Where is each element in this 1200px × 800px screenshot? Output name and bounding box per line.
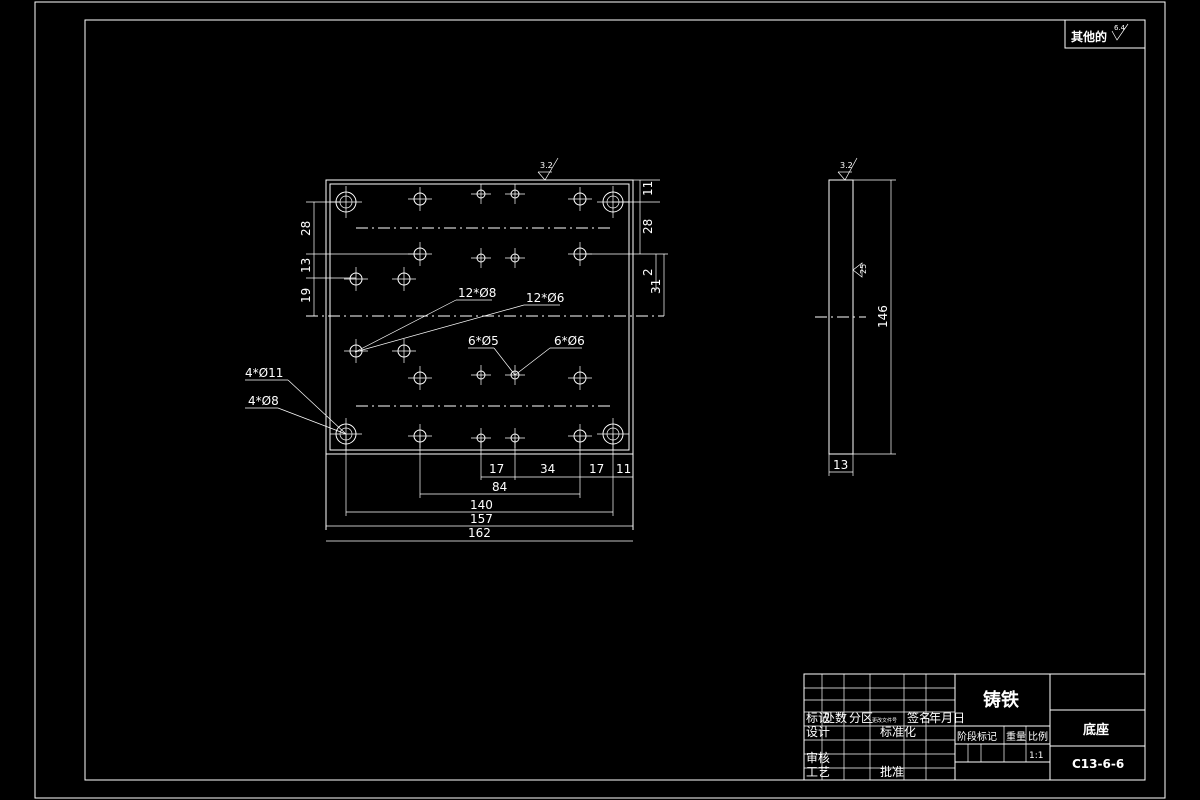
- dim-side-13: 13: [833, 458, 848, 472]
- dim-right-28: 28: [641, 219, 655, 234]
- material-label: 铸铁: [983, 689, 1019, 711]
- corner-note-roughness: 6.4: [1114, 24, 1126, 32]
- dim-right-2: 2: [641, 268, 655, 276]
- dim-bottom-17b: 17: [589, 462, 604, 476]
- dim-bottom-17a: 17: [489, 462, 504, 476]
- dim-left-13: 13: [299, 258, 313, 273]
- callout-4x8: 4*Ø8: [248, 394, 279, 408]
- callout-12x6: 12*Ø6: [526, 291, 564, 305]
- top-view: 3.2 28 13 19 11 28 2 31 17 34 17: [245, 157, 668, 542]
- hole-15: [344, 339, 368, 363]
- hdr-date: 年月日: [929, 711, 965, 725]
- hdr-mark: 标记: [806, 711, 830, 725]
- title-block-grid: [804, 673, 955, 781]
- dim-bottom-11: 11: [616, 462, 631, 476]
- roughness-top-value: 3.2: [540, 161, 553, 170]
- hole-17: [471, 184, 491, 204]
- dim-side-146: 146: [876, 305, 890, 328]
- dim-left-19: 19: [299, 288, 313, 303]
- hole-13: [344, 267, 368, 291]
- roughness-symbol-icon: [1111, 23, 1129, 41]
- callout-6x6: 6*Ø6: [554, 334, 585, 348]
- stage-mark-label: 阶段标记: [957, 730, 997, 743]
- dim-right-11: 11: [641, 181, 655, 196]
- hole-layer: [330, 184, 629, 450]
- scale-value: 1:1: [1029, 751, 1043, 761]
- row-process: 工艺: [806, 765, 830, 779]
- weight-label: 重量: [1006, 730, 1026, 743]
- callout-6x5: 6*Ø5: [468, 334, 499, 348]
- hole-16: [392, 339, 416, 363]
- roughness-face-value: 25: [859, 264, 868, 274]
- hole-19: [471, 248, 491, 268]
- hole-6: [568, 187, 592, 211]
- hdr-count: 处数: [823, 710, 847, 725]
- dim-right-31: 31: [649, 279, 663, 294]
- dim-bottom-34: 34: [540, 462, 555, 476]
- hole-5: [408, 187, 432, 211]
- part-name: 底座: [1083, 722, 1109, 738]
- dim-bottom-157: 157: [470, 512, 493, 526]
- hole-10: [568, 366, 592, 390]
- hole-21: [471, 365, 491, 385]
- dim-bottom-84: 84: [492, 480, 507, 494]
- roughness-side-value: 3.2: [840, 161, 853, 170]
- side-view: 13 146 3.2 25: [815, 157, 896, 476]
- callout-4x11: 4*Ø11: [245, 366, 283, 380]
- corner-note-label: 其他的: [1071, 29, 1107, 44]
- row-design: 设计: [806, 725, 830, 739]
- hdr-docno: 更改文件号: [872, 717, 897, 724]
- ratio-label: 比例: [1028, 730, 1048, 743]
- hole-18: [505, 184, 525, 204]
- title-block: 铸铁 底座 C13-6-6 阶段标记 重量 比例 1:1 标记 处数 分区 更改…: [803, 673, 1146, 781]
- sheet-inner-border: [84, 19, 1146, 781]
- row-approve: 批准: [880, 764, 904, 779]
- row-standard: 标准化: [880, 725, 916, 739]
- drawing-number: C13-6-6: [1072, 757, 1124, 771]
- corner-note: 其他的 6.4: [1064, 19, 1146, 49]
- dim-bottom-140: 140: [470, 498, 493, 512]
- plate-outline: [325, 179, 634, 455]
- sheet-outer-border: [34, 1, 1166, 799]
- hdr-zone: 分区: [849, 711, 873, 725]
- hole-9: [408, 366, 432, 390]
- row-review: 审核: [806, 750, 830, 765]
- dim-left-28: 28: [299, 221, 313, 236]
- hole-20: [505, 248, 525, 268]
- hdr-sign: 签名: [907, 710, 931, 725]
- callout-12x8: 12*Ø8: [458, 286, 496, 300]
- dim-bottom-162: 162: [468, 526, 491, 540]
- plate-inner-outline: [329, 183, 630, 451]
- hole-14: [392, 267, 416, 291]
